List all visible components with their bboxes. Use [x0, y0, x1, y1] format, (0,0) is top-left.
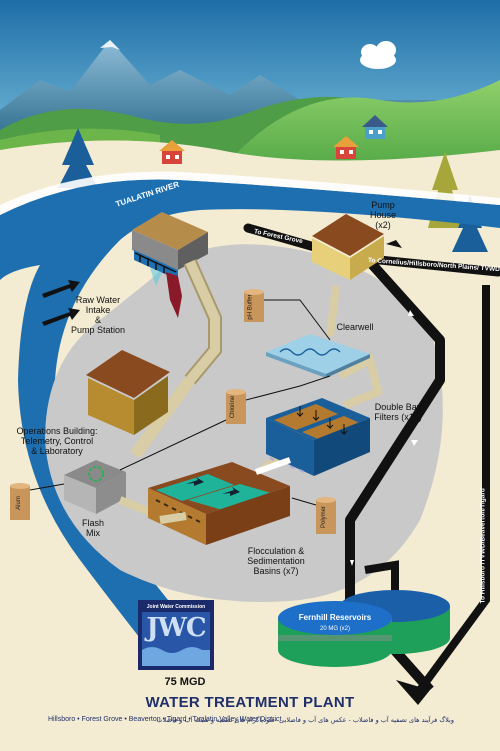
pine-tree-icon	[58, 128, 98, 188]
operations-building	[86, 350, 170, 435]
jwc-logo	[138, 600, 214, 670]
label-pump-house: Pump House (x2)	[369, 200, 396, 230]
road-label-hillsboro: To Hillsboro /TVWD/Beaverton/Tigard	[479, 488, 487, 604]
tank-label-chlorine: Chlorine	[230, 395, 237, 419]
label-flash-mix: Flash Mix	[81, 518, 104, 538]
arrow-icon	[42, 280, 80, 326]
label-double-bay-filters: Double Bay Filters (x14)	[374, 402, 422, 422]
chlorine-tank	[226, 389, 246, 424]
polymer-tank	[316, 497, 336, 534]
tualatin-river	[0, 179, 500, 651]
tank-label-alum: Alum	[15, 496, 22, 510]
clearwell	[266, 334, 370, 378]
road-forest-grove	[243, 223, 323, 253]
label-fernhill-capacity: 20 MG (x2)	[319, 626, 350, 632]
house-icon	[362, 115, 388, 139]
cloud	[360, 41, 396, 69]
alum-tank	[10, 483, 30, 520]
tank-label-polymer: Polymer	[321, 505, 328, 529]
fernhill-reservoirs	[278, 590, 450, 667]
cities-served: Hillsboro • Forest Grove • Beaverton • T…	[48, 716, 282, 723]
label-flocculation-basins: Flocculation & Sedimentation Basins (x7)	[247, 546, 305, 576]
road-cornelius	[355, 253, 500, 277]
raw-water-intake-building	[132, 212, 208, 318]
logo-name: Joint Water Commission	[146, 604, 206, 610]
ph-buffer-tank	[244, 289, 264, 322]
double-bay-filters	[266, 398, 370, 476]
label-raw-water-intake: Raw Water Intake & Pump Station	[70, 295, 126, 335]
tank-label-ph-buffer: pH Buffer	[247, 294, 254, 320]
label-fernhill-reservoirs: Fernhill Reservoirs	[298, 613, 372, 622]
label-clearwell: Clearwell	[336, 322, 374, 332]
road-hillsboro	[416, 285, 490, 693]
flash-mix-tank	[64, 460, 126, 514]
credit-text: وبلاگ فرآیند های تصفیه آب و فاضلاب - عکس…	[156, 716, 455, 724]
house-icon	[159, 140, 185, 164]
label-operations-building: Operations Building: Telemetry, Control …	[16, 426, 98, 456]
page-title: WATER TREATMENT PLANT	[145, 694, 355, 711]
capacity-label: 75 MGD	[164, 676, 206, 688]
logo-letters: JWC	[146, 613, 206, 643]
pump-house	[312, 214, 384, 280]
house-icon	[333, 136, 359, 159]
